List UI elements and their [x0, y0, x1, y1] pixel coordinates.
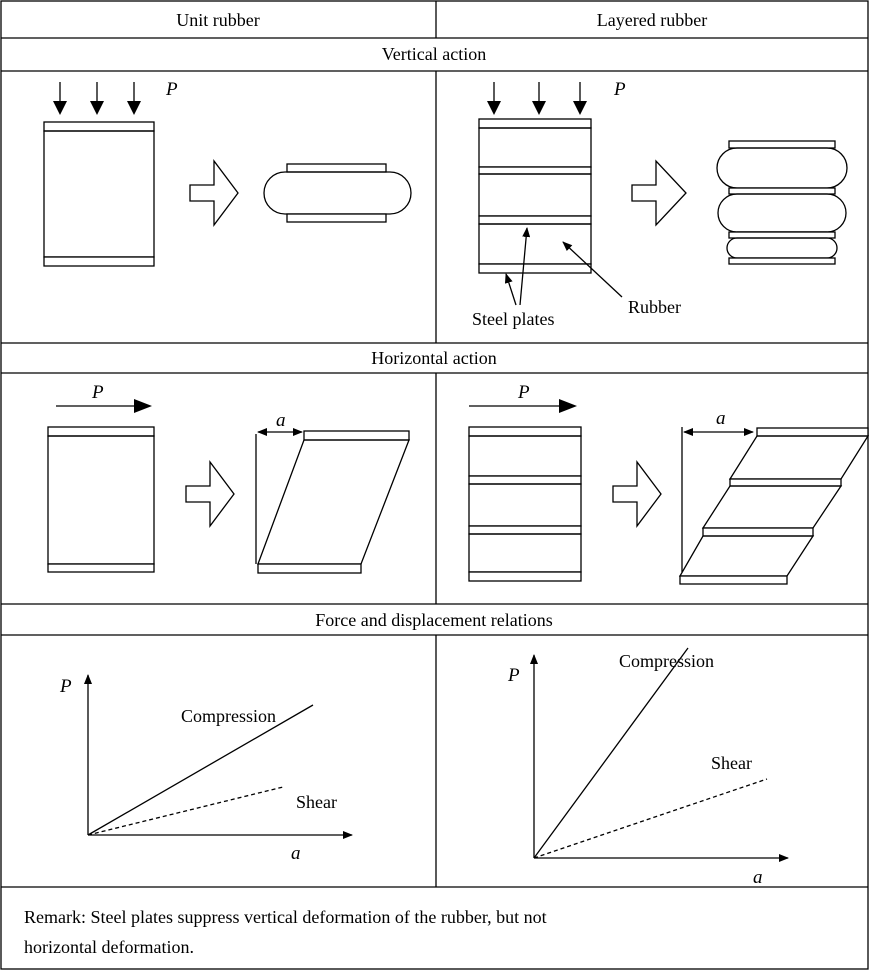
remark-line-1: Remark: Steel plates suppress vertical d…	[24, 907, 547, 927]
unit-compression-line	[87, 704, 314, 836]
section-force-displacement: Force and displacement relations	[315, 610, 552, 630]
unit-vertical-load-label: P	[165, 79, 178, 100]
layered-compression-line	[533, 647, 689, 859]
rubber-label: Rubber	[628, 297, 681, 317]
layered-horizontal-load-label: P	[517, 382, 530, 403]
unit-vertical-load-arrows	[53, 82, 141, 115]
layered-horizontal-load-arrow-head	[559, 399, 577, 413]
remark-line-2: horizontal deformation.	[24, 937, 194, 957]
unit-horizontal-transition-arrow	[185, 460, 235, 528]
unit-shear-line	[87, 786, 284, 836]
unit-rubber-sheared	[255, 428, 410, 574]
unit-vertical-transition-arrow	[189, 159, 239, 227]
layered-rubber-block	[478, 118, 592, 274]
section-vertical-action: Vertical action	[382, 44, 486, 64]
unit-horizontal-load-label: P	[91, 382, 104, 403]
layered-vertical-transition-arrow	[631, 159, 687, 227]
layered-vertical-load-arrows	[487, 82, 587, 115]
layered-rubber-compressed	[716, 140, 848, 265]
header-unit-rubber: Unit rubber	[176, 10, 259, 30]
layered-shear-line	[533, 778, 768, 859]
unit-horizontal-load-arrow-head	[134, 399, 152, 413]
steel-plates-label: Steel plates	[472, 309, 554, 329]
section-horizontal-action: Horizontal action	[371, 348, 496, 368]
layered-graph-y-label: P	[507, 665, 520, 686]
layered-vertical-load-label: P	[613, 79, 626, 100]
steel-plates-callout-lines	[504, 227, 531, 306]
unit-rubber-compressed	[263, 163, 412, 223]
layered-displacement-label: a	[716, 408, 726, 429]
unit-rubber-block	[43, 121, 155, 267]
layered-horizontal-transition-arrow	[612, 460, 662, 528]
header-layered-rubber: Layered rubber	[597, 10, 707, 30]
rubber-callout-line	[562, 241, 623, 298]
unit-graph	[84, 674, 353, 839]
layered-graph	[530, 647, 789, 862]
layered-rubber-block-horizontal	[468, 426, 582, 582]
unit-graph-x-label: a	[291, 843, 301, 864]
layered-rubber-sheared	[678, 427, 869, 585]
unit-graph-y-label: P	[59, 676, 72, 697]
unit-compression-label: Compression	[181, 706, 276, 726]
layered-compression-label: Compression	[619, 651, 714, 671]
unit-rubber-block-horizontal	[47, 426, 155, 573]
unit-shear-label: Shear	[296, 792, 337, 812]
layered-graph-x-label: a	[753, 867, 763, 888]
unit-displacement-label: a	[276, 410, 286, 431]
layered-shear-label: Shear	[711, 753, 752, 773]
